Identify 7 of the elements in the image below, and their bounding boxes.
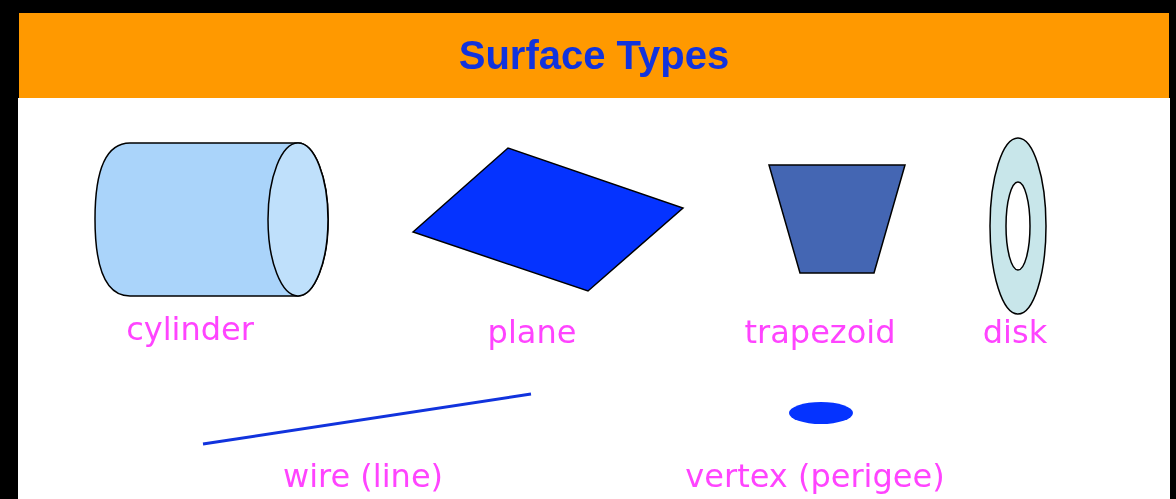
shape-caption: wire (line) [282, 460, 444, 492]
shape-caption: plane [487, 316, 577, 348]
shape-caption: disk [982, 316, 1048, 348]
shape-caption: vertex (perigee) [685, 460, 945, 492]
shape-caption: trapezoid [744, 316, 896, 348]
shape-caption: cylinder [126, 313, 254, 345]
title: Surface Types [458, 33, 730, 78]
